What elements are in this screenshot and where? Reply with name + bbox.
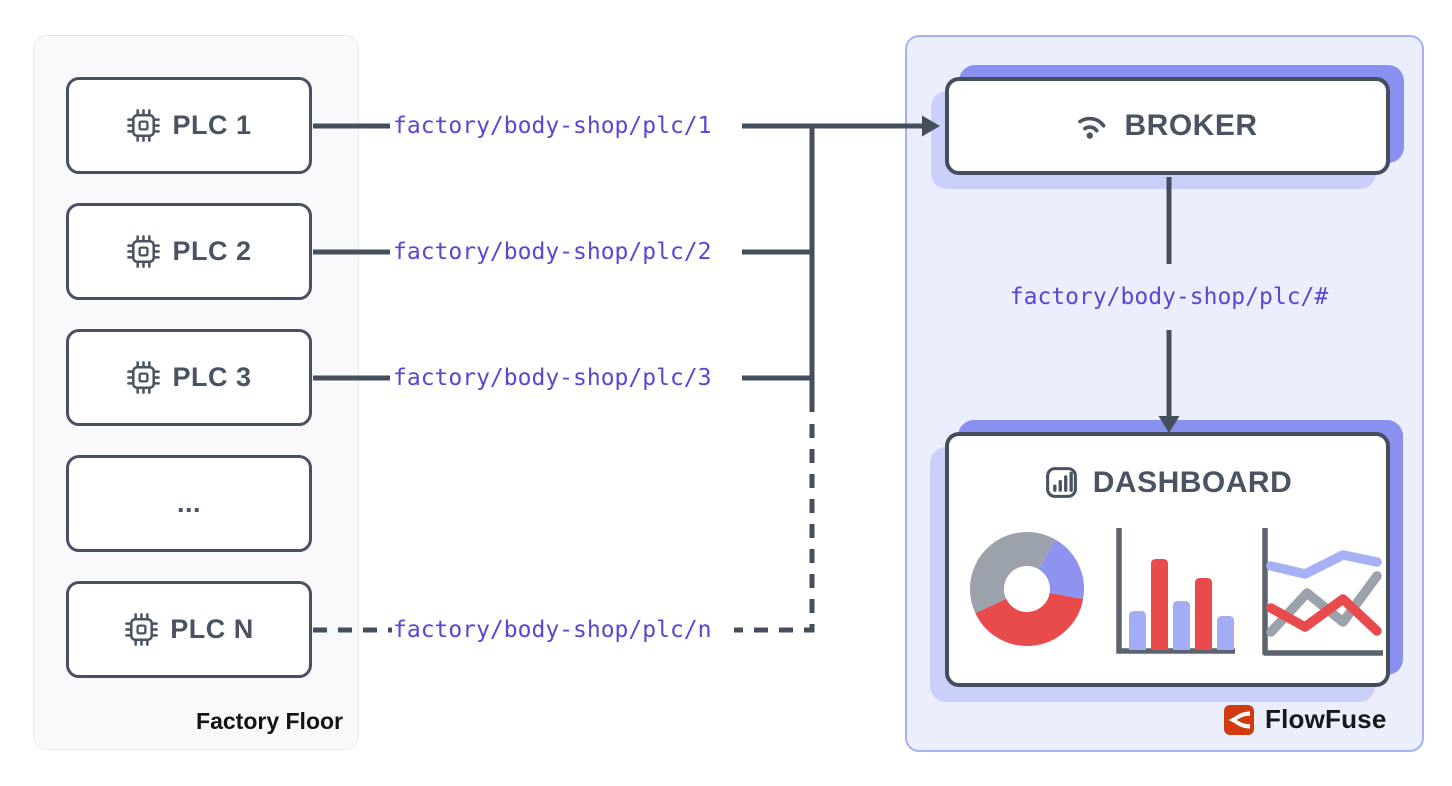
dashboard-label: DASHBOARD [1092, 465, 1293, 499]
bar-chart-icon [1045, 467, 1077, 498]
plc-label: PLC 3 [172, 362, 252, 392]
plc-3-node: PLC 3 [66, 329, 312, 426]
flowfuse-brand: FlowFuse [1224, 704, 1387, 735]
plc-label: PLC 2 [172, 236, 252, 266]
chip-icon [127, 361, 161, 394]
chip-icon [125, 613, 159, 646]
trunk-line-dashed [734, 424, 815, 633]
factory-floor-caption: Factory Floor [196, 708, 343, 734]
topic-plc3: factory/body-shop/plc/3 [393, 365, 712, 391]
dashboard-node: DASHBOARD [945, 432, 1390, 687]
mini-bar-chart [1116, 528, 1235, 654]
plc-label: PLC 1 [172, 110, 252, 140]
plc-n-node: PLC N [66, 581, 312, 678]
flowfuse-brand-label: FlowFuse [1265, 704, 1387, 734]
topic-wildcard: factory/body-shop/plc/# [1009, 284, 1329, 310]
mini-line-chart [1262, 528, 1383, 656]
plc-2-node: PLC 2 [66, 203, 312, 300]
plc-1-node: PLC 1 [66, 77, 312, 174]
flowfuse-logo-icon [1224, 704, 1254, 735]
plc-label: ... [176, 488, 201, 518]
broker-node: BROKER [945, 77, 1390, 175]
topic-plc2: factory/body-shop/plc/2 [393, 239, 712, 265]
topic-plc1: factory/body-shop/plc/1 [393, 113, 712, 139]
broker-label: BROKER [1124, 109, 1258, 142]
plc-ellipsis-node: ... [66, 455, 312, 552]
topic-plcn: factory/body-shop/plc/n [393, 617, 712, 643]
donut-chart [970, 532, 1084, 646]
chip-icon [127, 235, 161, 268]
plc-label: PLC N [170, 614, 254, 644]
chip-icon [127, 109, 161, 142]
broadcast-icon [1078, 116, 1106, 139]
